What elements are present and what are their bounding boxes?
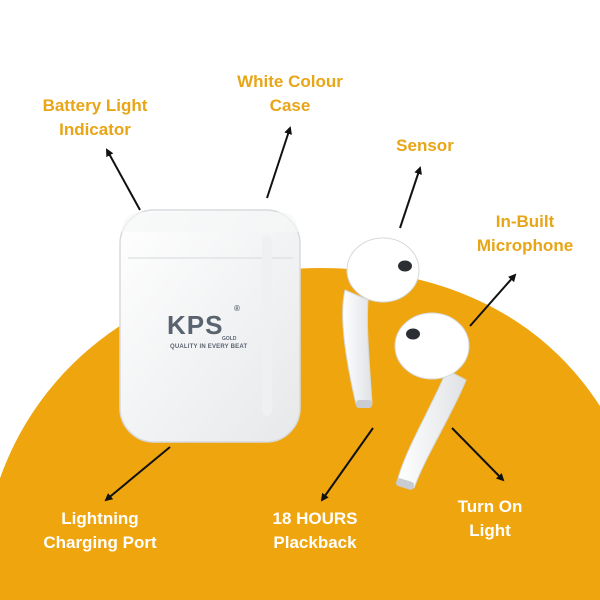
label-turn-on-light: Turn On Light	[430, 495, 550, 543]
brand-sub: GOLD	[222, 336, 237, 342]
label-line: Indicator	[59, 120, 131, 139]
arrow-sensor	[399, 166, 422, 229]
arrow-playback	[320, 427, 374, 502]
label-battery-light: Battery Light Indicator	[20, 94, 170, 142]
label-sensor: Sensor	[380, 134, 470, 158]
label-line: Light	[469, 521, 511, 540]
label-line: Sensor	[396, 136, 454, 155]
earbud-right	[394, 312, 470, 490]
brand-tagline: QUALITY IN EVERY BEAT	[170, 344, 248, 350]
charging-case	[119, 209, 301, 443]
arrow-turn-on	[451, 427, 505, 482]
label-line: Microphone	[476, 236, 574, 255]
arrow-microphone	[469, 273, 517, 327]
label-white-case: White Colour Case	[215, 70, 365, 118]
label-line: In-Built	[495, 212, 555, 231]
label-playback: 18 HOURS Plackback	[245, 507, 385, 555]
brand-logo: KPS	[167, 310, 224, 340]
label-line: 18 HOURS	[272, 509, 358, 528]
label-line: Turn On	[457, 497, 523, 516]
arrow-case	[266, 126, 292, 199]
label-lightning-port: Lightning Charging Port	[20, 507, 180, 555]
label-line: Charging Port	[43, 533, 157, 552]
label-line: Plackback	[273, 533, 357, 552]
label-line: White Colour	[237, 72, 343, 91]
arrow-battery	[106, 148, 141, 211]
label-line: Case	[269, 96, 311, 115]
label-line: Battery Light	[42, 96, 148, 115]
label-line: Lightning	[61, 509, 139, 528]
earbud-left	[342, 237, 420, 408]
registered-mark: ®	[234, 304, 240, 313]
arrow-lightning	[104, 446, 171, 502]
label-microphone: In-Built Microphone	[460, 210, 590, 258]
